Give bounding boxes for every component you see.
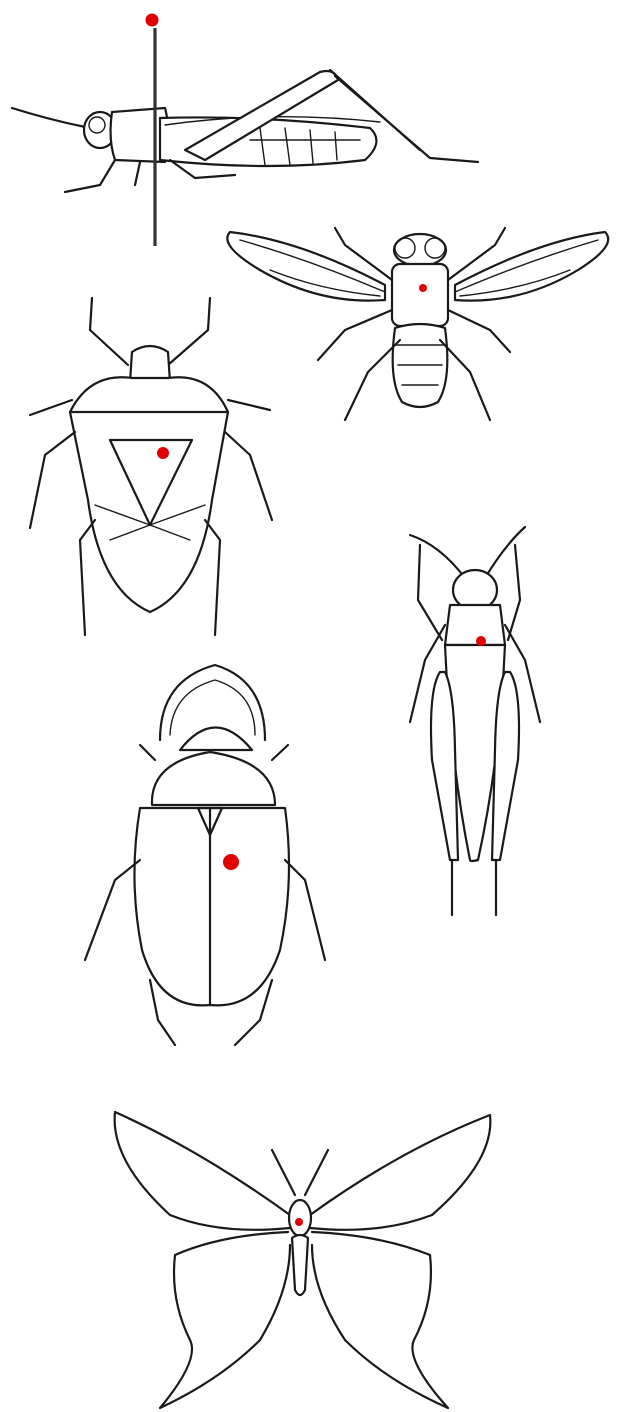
fly-top-view [227,228,608,420]
pin-mark [419,284,427,292]
butterfly-top-view [115,1112,491,1408]
pin-mark [157,447,169,459]
stink-bug-top-view [30,298,272,635]
pin-mark [223,854,239,870]
grasshopper-side-view [12,14,478,247]
grasshopper-top-view [410,527,540,915]
scarab-beetle-top-view [85,665,325,1045]
pin-mark [295,1218,303,1226]
pin-head [146,14,159,27]
pin-mark [476,636,486,646]
